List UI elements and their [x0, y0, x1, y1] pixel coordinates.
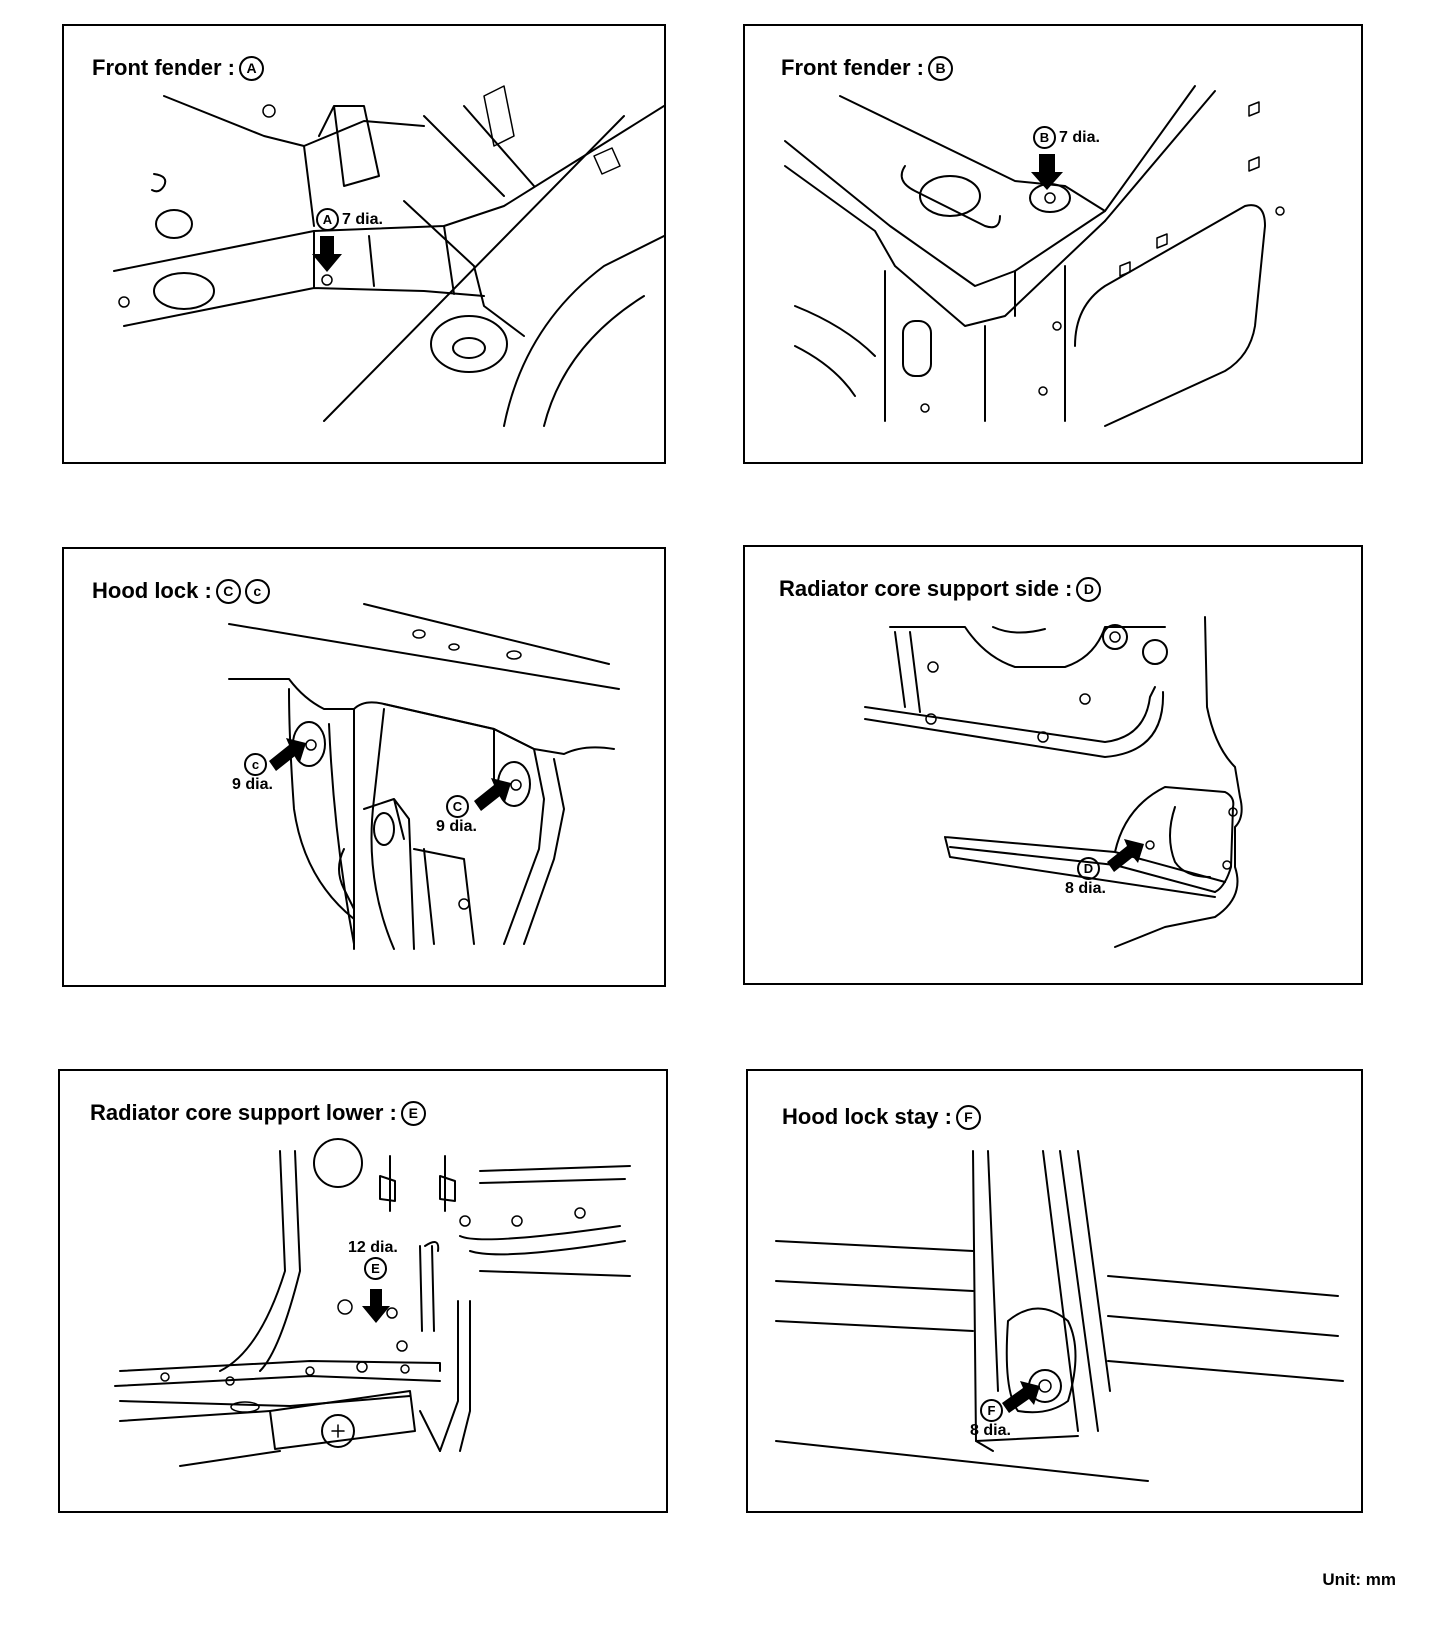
letter-mark-a: A	[239, 55, 264, 81]
hood-lock-drawing	[228, 603, 620, 950]
hole-size: 8 dia.	[1065, 880, 1106, 897]
letter-mark-f: F	[955, 1104, 981, 1130]
callout-letter: B	[1033, 126, 1056, 149]
title-text: Front fender :	[781, 55, 924, 81]
callout-letter: F	[980, 1399, 1003, 1422]
letter-mark-d: D	[1076, 576, 1102, 602]
title-text: Front fender :	[92, 55, 235, 81]
hole-size: 12 dia.	[348, 1239, 398, 1256]
panel-radiator-core-support-side: Radiator core support side :D D 8 dia.	[743, 545, 1363, 985]
panel-title: Radiator core support lower :E	[90, 1099, 426, 1126]
radiator-side-drawing	[864, 616, 1243, 948]
front-fender-b-drawing	[784, 85, 1285, 427]
front-fender-a-drawing	[113, 85, 664, 427]
callout-letter: E	[364, 1257, 387, 1280]
callout-e: 12 dia. E	[348, 1239, 418, 1280]
panel-title: Front fender :B	[781, 54, 953, 81]
radiator-lower-drawing	[114, 1138, 631, 1467]
letter-mark-c-small: c	[244, 578, 270, 604]
callout-c-right: C 9 dia.	[436, 795, 506, 836]
title-text: Radiator core support side :	[779, 576, 1073, 602]
callout-letter: D	[1077, 857, 1100, 880]
letter-mark-c: C	[215, 578, 241, 604]
callout-letter: c	[244, 753, 267, 776]
panel-hood-lock-stay: Hood lock stay :F F 8 dia.	[746, 1069, 1363, 1513]
hole-size: 8 dia.	[970, 1422, 1011, 1439]
callout-f: F 8 dia.	[970, 1399, 1030, 1440]
callout-letter: C	[446, 795, 469, 818]
panel-title: Radiator core support side :D	[779, 575, 1102, 602]
panel-title: Front fender :A	[92, 54, 264, 81]
panel-title: Hood lock stay :F	[782, 1103, 981, 1130]
callout-letter: A	[316, 208, 339, 231]
hood-lock-stay-drawing	[775, 1150, 1344, 1482]
callout-c-left: c 9 dia.	[232, 753, 292, 794]
callout-d: D 8 dia.	[1065, 857, 1125, 898]
unit-label: Unit: mm	[1322, 1570, 1396, 1589]
hole-size: 9 dia.	[232, 776, 273, 793]
hole-size: 9 dia.	[436, 818, 477, 835]
hole-size: 7 dia.	[342, 210, 383, 228]
title-text: Hood lock stay :	[782, 1104, 952, 1130]
hole-size: 7 dia.	[1059, 128, 1100, 146]
letter-mark-e: E	[400, 1100, 426, 1126]
title-text: Hood lock :	[92, 578, 212, 604]
title-text: Radiator core support lower :	[90, 1100, 397, 1126]
panel-radiator-core-support-lower: Radiator core support lower :E 12 dia. E	[58, 1069, 668, 1513]
letter-mark-b: B	[928, 55, 953, 81]
